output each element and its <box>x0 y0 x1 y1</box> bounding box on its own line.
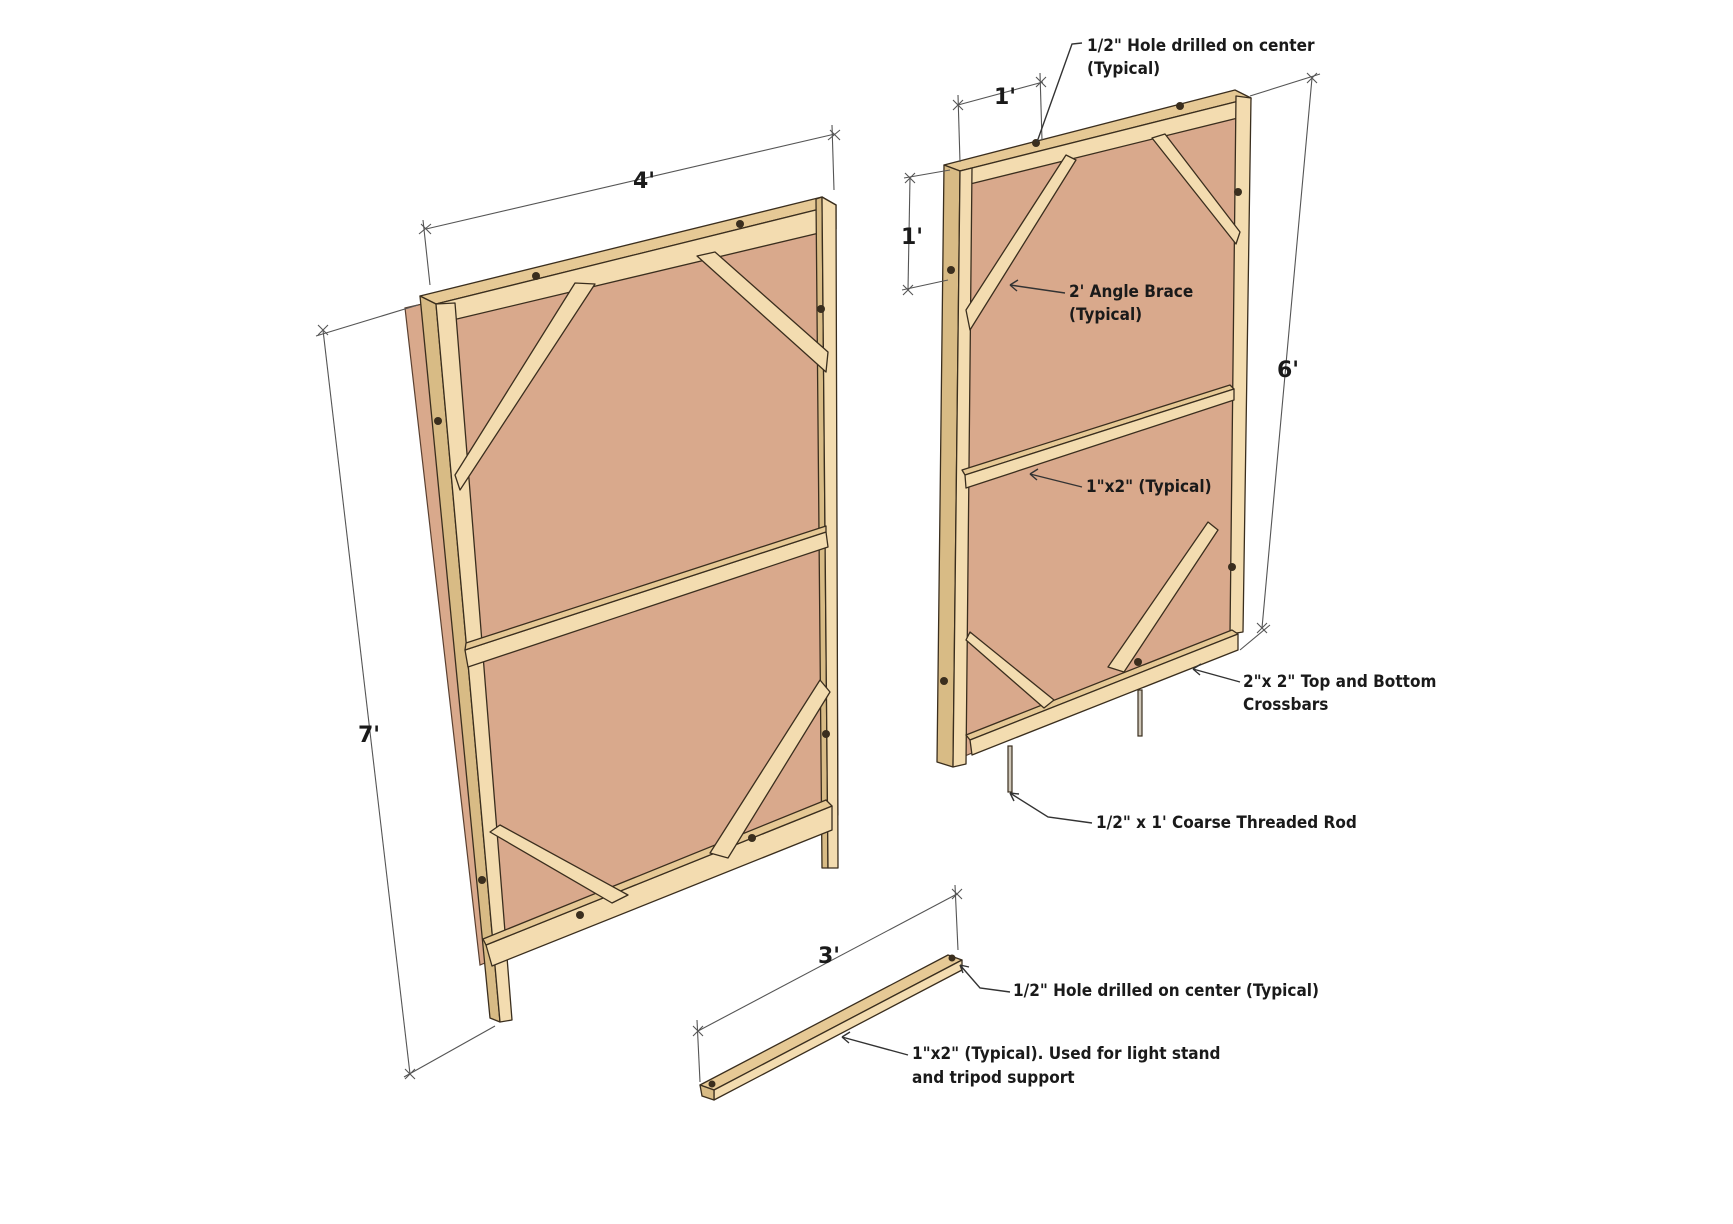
support-bar <box>699 954 963 1101</box>
dim-left-height: 7' <box>358 723 380 748</box>
left-brace-top-right <box>696 251 829 373</box>
right-hole-bottom <box>1134 658 1142 666</box>
right-middle-crossbar <box>964 388 1235 489</box>
left-hole-upright-1 <box>434 417 442 425</box>
label-crossbars-line2: Crossbars <box>1243 695 1328 715</box>
right-hole-right-2 <box>1228 563 1236 571</box>
right-frame <box>936 89 1252 793</box>
right-hole-right-1 <box>1234 188 1242 196</box>
label-one-by-two: 1"x2" (Typical) <box>1086 477 1212 497</box>
left-hole-right-2 <box>822 730 830 738</box>
right-brace-bottom-left <box>965 631 1055 709</box>
dim-right-hole-offset: 1' <box>901 225 923 250</box>
left-hole-top-2 <box>736 220 744 228</box>
left-frame <box>404 196 839 1023</box>
label-bar-hole: 1/2" Hole drilled on center (Typical) <box>1013 981 1319 1001</box>
left-hole-right-1 <box>817 305 825 313</box>
label-top-hole-line1: 1/2" Hole drilled on center <box>1087 36 1315 56</box>
left-hole-upright-2 <box>478 876 486 884</box>
label-top-hole-line2: (Typical) <box>1087 59 1160 79</box>
dim-bar-length: 3' <box>818 944 840 969</box>
support-bar-hole-2 <box>948 954 956 962</box>
right-brace-top-right <box>1151 133 1241 245</box>
dim-left-width: 4' <box>633 169 655 194</box>
dimension-lines <box>315 72 1321 1083</box>
right-brace-top-left <box>965 154 1077 331</box>
label-angle-brace-line1: 2' Angle Brace <box>1069 282 1193 302</box>
left-hole-bottom-1 <box>576 911 584 919</box>
threaded-rod-2 <box>1137 689 1143 737</box>
label-support-bar-line2: and tripod support <box>912 1068 1075 1088</box>
right-brace-bottom-right <box>1107 521 1219 673</box>
label-angle-brace-line2: (Typical) <box>1069 305 1142 325</box>
right-bottom-crossbar <box>969 633 1239 756</box>
label-threaded-rod: 1/2" x 1' Coarse Threaded Rod <box>1096 813 1357 833</box>
right-hole-top-2 <box>1176 102 1184 110</box>
left-middle-crossbar-top <box>464 525 827 651</box>
support-bar-hole-1 <box>708 1080 716 1088</box>
left-hole-top-1 <box>532 272 540 280</box>
label-crossbars-line1: 2"x 2" Top and Bottom <box>1243 672 1436 692</box>
threaded-rod-1 <box>1007 745 1013 793</box>
left-brace-bottom-right <box>709 679 831 859</box>
label-support-bar-line1: 1"x2" (Typical). Used for light stand <box>912 1044 1220 1064</box>
left-brace-top-left <box>454 282 596 491</box>
right-hole-upright-2 <box>940 677 948 685</box>
right-hole-upright-1 <box>947 266 955 274</box>
support-bar-end <box>699 1084 715 1101</box>
left-brace-bottom-left <box>489 824 629 904</box>
right-hole-top-1 <box>1032 139 1040 147</box>
leader-lines <box>841 42 1241 1056</box>
left-hole-bottom-2 <box>748 834 756 842</box>
dim-right-hole-spacing: 1' <box>994 85 1016 110</box>
dim-right-height: 6' <box>1277 358 1299 383</box>
